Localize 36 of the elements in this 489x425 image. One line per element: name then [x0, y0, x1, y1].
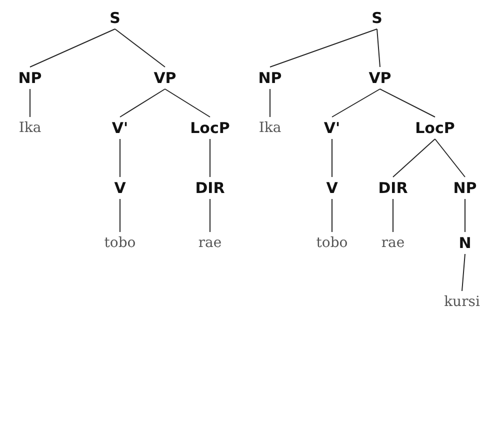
- word-label: tobo: [98, 233, 142, 253]
- tree-branch-line: [464, 198, 466, 232]
- category-label: S: [355, 8, 399, 28]
- tree-branch-line: [392, 198, 394, 232]
- word-label: rae: [188, 233, 232, 253]
- category-label: DIR: [371, 178, 415, 198]
- word-label: Ika: [8, 118, 52, 138]
- word-label: Ika: [248, 118, 292, 138]
- category-label: NP: [443, 178, 487, 198]
- category-label: V: [310, 178, 354, 198]
- tree-branch-line: [376, 28, 380, 68]
- category-label: VP: [143, 68, 187, 88]
- tree-branch-line: [114, 28, 166, 68]
- category-label: LocP: [188, 118, 232, 138]
- category-label: V: [98, 178, 142, 198]
- tree-branch-line: [332, 88, 380, 118]
- word-label: rae: [371, 233, 415, 253]
- category-label: LocP: [413, 118, 457, 138]
- category-label: NP: [8, 68, 52, 88]
- tree-branch-line: [462, 254, 466, 292]
- category-label: NP: [248, 68, 292, 88]
- tree-branch-line: [434, 138, 466, 178]
- category-label: S: [93, 8, 137, 28]
- tree-branch-line: [380, 88, 436, 118]
- category-label: V': [98, 118, 142, 138]
- tree-branch-line: [120, 88, 166, 118]
- tree-branch-line: [392, 138, 436, 178]
- word-label: kursi: [440, 292, 484, 312]
- category-label: V': [310, 118, 354, 138]
- tree-branch-line: [30, 28, 116, 68]
- category-label: N: [443, 233, 487, 253]
- category-label: DIR: [188, 178, 232, 198]
- category-label: VP: [358, 68, 402, 88]
- tree-branch-line: [270, 28, 378, 68]
- tree-branch-line: [164, 88, 210, 118]
- word-label: tobo: [310, 233, 354, 253]
